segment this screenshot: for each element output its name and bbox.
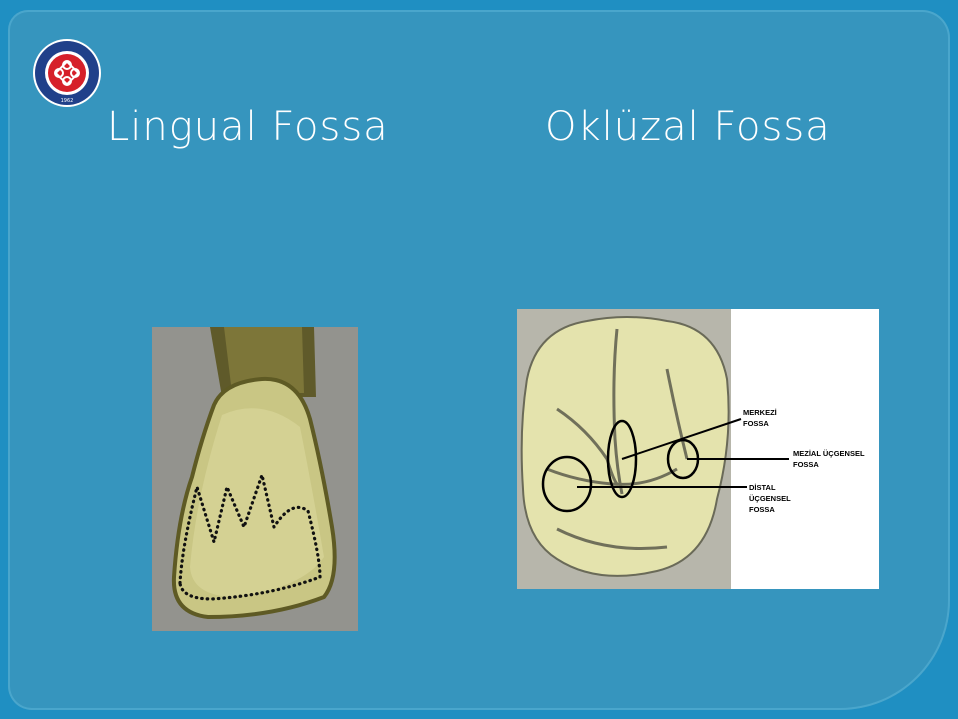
label-mezial-line1: MEZİAL ÜÇGENSEL <box>793 449 865 458</box>
lingual-fossa-image <box>152 327 358 631</box>
label-distal-line3: FOSSA <box>749 505 775 514</box>
label-merkezi-line1: MERKEZİ <box>743 408 777 417</box>
slide-title-right: Oklüzal Fossa <box>545 104 831 150</box>
university-seal-icon: 1962 <box>32 38 102 108</box>
label-merkezi-line2: FOSSA <box>743 419 769 428</box>
slide-title-left: Lingual Fossa <box>107 104 389 150</box>
occlusal-fossa-diagram: MERKEZİ FOSSA MEZİAL ÜÇGENSEL FOSSA DİST… <box>517 309 879 589</box>
label-mezial-line2: FOSSA <box>793 460 819 469</box>
label-distal-line2: ÜÇGENSEL <box>749 494 791 503</box>
logo-year: 1962 <box>61 98 74 104</box>
label-distal-line1: DİSTAL <box>749 483 776 492</box>
